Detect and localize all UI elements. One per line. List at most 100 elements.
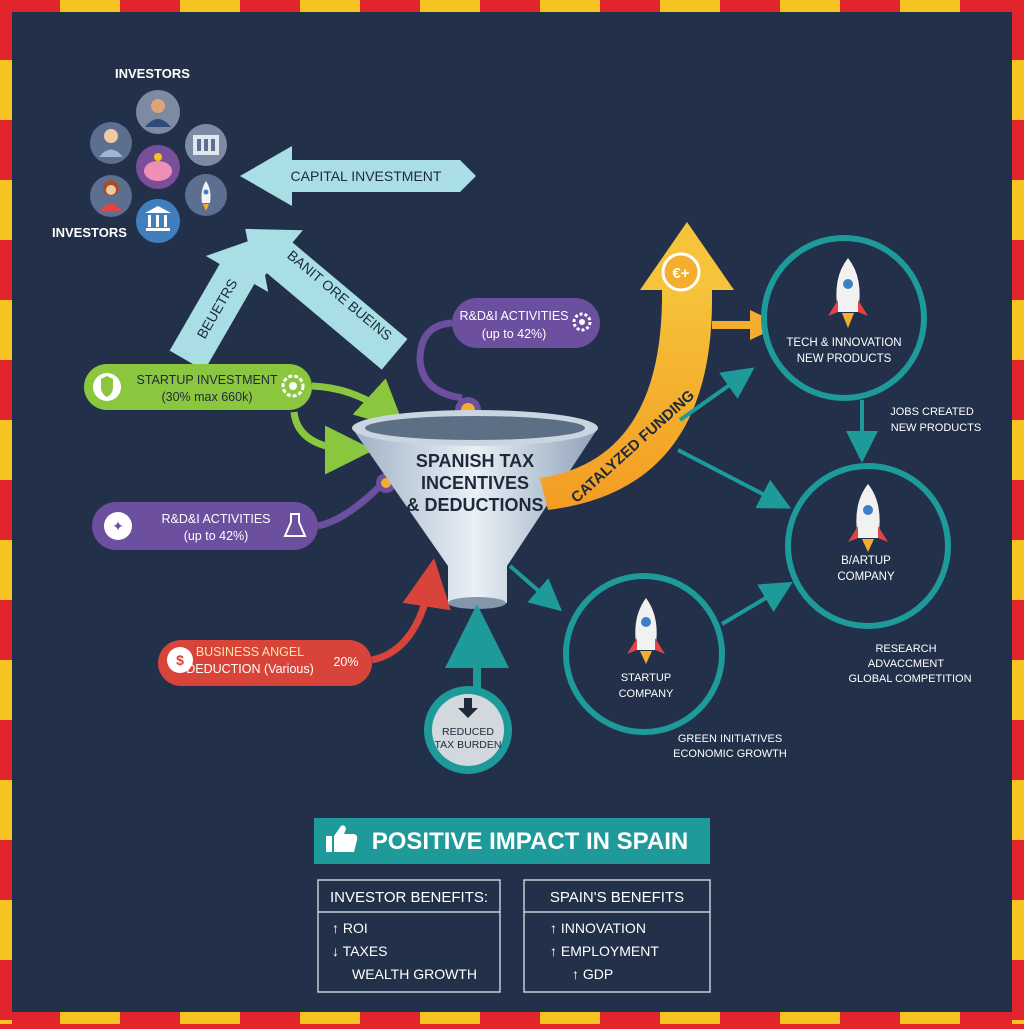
euro-plus-icon: €+	[672, 265, 689, 282]
woman-icon	[90, 175, 132, 217]
border-segment	[0, 840, 12, 900]
green-connector-2	[311, 378, 406, 430]
border-segment	[0, 0, 12, 60]
thumbs-up-icon	[326, 825, 358, 852]
rocket-icon	[828, 258, 868, 328]
startup-right-line1: B/ARTUP	[841, 555, 891, 567]
capital-investment-label: CAPITAL INVESTMENT	[291, 168, 442, 184]
research-line2: ADVACCMENT	[868, 658, 944, 670]
border-segment	[180, 1012, 240, 1024]
rocket-icon	[185, 174, 227, 216]
border-segment	[1012, 180, 1024, 240]
green-line1: GREEN INITIATIVES	[678, 733, 782, 745]
border-segment	[300, 1012, 360, 1024]
funnel-line2: INCENTIVES	[421, 473, 529, 493]
node-dot-inner	[381, 478, 391, 488]
research-line1: RESEARCH	[875, 643, 936, 655]
rd-left-title: R&D&I ACTIVITIES	[161, 512, 270, 526]
businessman-icon	[136, 90, 180, 134]
border-segment	[840, 0, 900, 12]
border-segment	[720, 0, 780, 12]
border-segment	[0, 420, 12, 480]
border-segment	[0, 540, 12, 600]
border-segment	[1012, 0, 1024, 60]
border-segment	[120, 0, 180, 12]
startup-bottom-line2: COMPANY	[619, 688, 674, 700]
startup-bottom-line1: STARTUP	[621, 672, 671, 684]
border-segment	[60, 0, 120, 12]
rd-activities-pill-top: R&D&I ACTIVITIES (up to 42%)	[452, 298, 600, 348]
green-connector	[290, 411, 374, 475]
border-segment	[900, 0, 960, 12]
purple-connector-left	[317, 485, 381, 530]
bank-icon	[136, 199, 180, 243]
border-segment	[0, 60, 12, 120]
rd-top-detail: (up to 42%)	[482, 327, 547, 341]
border-segment	[240, 1012, 300, 1024]
investors-label-top: INVESTORS	[115, 66, 190, 81]
border-segment	[420, 1012, 480, 1024]
border-segment	[0, 720, 12, 780]
border-segment	[1012, 960, 1024, 1020]
spain-benefit-3: ↑ GDP	[572, 966, 613, 982]
person-icon	[90, 122, 132, 164]
reduced-tax-line1: REDUCED	[442, 726, 494, 738]
investors-label-bottom: INVESTORS	[52, 225, 127, 240]
bank-building-icon	[185, 124, 227, 166]
border-segment	[660, 0, 720, 12]
teal-connector-4	[720, 581, 793, 626]
funnel-line1: SPANISH TAX	[416, 451, 534, 471]
down-arrow-icon	[458, 698, 478, 718]
rocket-icon	[627, 598, 665, 664]
tech-innovation-circle: TECH & INNOVATION NEW PRODUCTS	[761, 235, 927, 401]
border-segment	[660, 1012, 720, 1024]
investor-cluster: INVESTORS INVESTORS	[52, 66, 227, 243]
impact-banner-title: POSITIVE IMPACT IN SPAIN	[372, 828, 688, 855]
border-segment	[360, 1012, 420, 1024]
border-segment	[0, 780, 12, 840]
gear-icon	[281, 374, 305, 398]
rd-top-title: R&D&I ACTIVITIES	[459, 309, 568, 323]
reduced-tax-line2: TAX BURDEN	[435, 739, 502, 751]
border-segment	[1012, 1020, 1024, 1024]
border-segment	[1012, 540, 1024, 600]
wings-icon: ✦	[112, 518, 124, 534]
tech-line1: TECH & INNOVATION	[786, 337, 901, 349]
shield-icon	[101, 376, 113, 397]
border-segment	[0, 480, 12, 540]
border-segment	[1012, 300, 1024, 360]
border-segment	[60, 1012, 120, 1024]
investor-benefits-box: INVESTOR BENEFITS: ↑ ROI ↓ TAXES WEALTH …	[317, 879, 501, 993]
reduced-tax-burden: REDUCED TAX BURDEN	[424, 686, 512, 774]
spain-benefits-title: SPAIN'S BENEFITS	[550, 889, 684, 906]
border-segment	[0, 120, 12, 180]
gear-icon	[572, 312, 592, 332]
border-segment	[540, 0, 600, 12]
border-segment	[0, 180, 12, 240]
rocket-icon	[848, 484, 888, 552]
purple-connector-top	[416, 319, 463, 402]
border-segment	[1012, 600, 1024, 660]
border-segment	[300, 0, 360, 12]
border-segment	[1012, 60, 1024, 120]
investor-benefits-title: INVESTOR BENEFITS:	[330, 889, 488, 906]
border-segment	[1012, 420, 1024, 480]
border-segment	[0, 960, 12, 1020]
border-segment	[780, 1012, 840, 1024]
border-segment	[0, 0, 60, 12]
border-segment	[360, 0, 420, 12]
startup-company-circle-right: B/ARTUP COMPANY	[785, 463, 951, 629]
funnel-line3: & DEDUCTIONS	[406, 495, 543, 515]
flask-icon	[283, 513, 307, 537]
tax-funnel: SPANISH TAX INCENTIVES & DEDUCTIONS	[352, 410, 598, 609]
border-segment	[0, 900, 12, 960]
investor-benefit-2: ↓ TAXES	[332, 943, 388, 959]
teal-connector-3	[508, 564, 563, 612]
border-segment	[420, 0, 480, 12]
startup-investment-detail: (30% max 660k)	[161, 390, 252, 404]
border-segment	[540, 1012, 600, 1024]
border-segment	[480, 1012, 540, 1024]
border-segment	[1012, 480, 1024, 540]
